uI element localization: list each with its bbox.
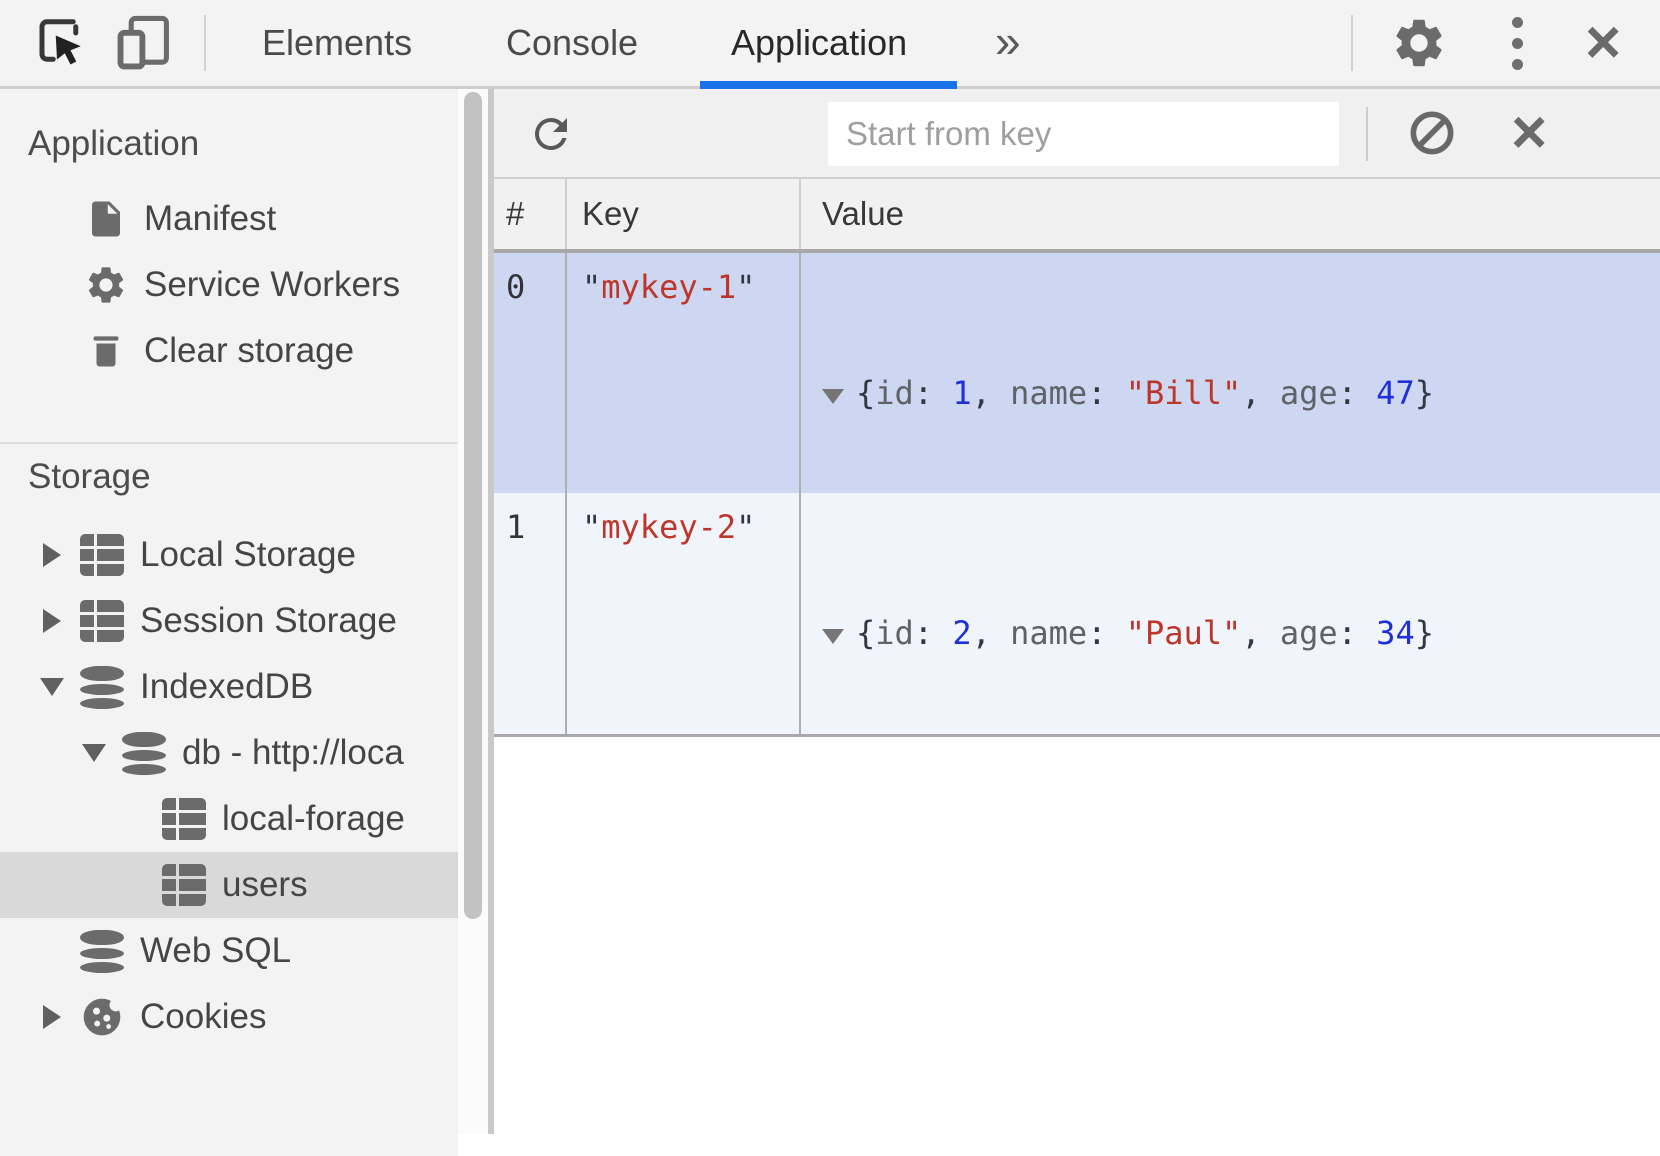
row-value: {id: 2, name: "Paul", age: 34} age: 34 i… — [801, 493, 1660, 734]
row-key: "mykey-2" — [567, 493, 801, 734]
table-row[interactable]: 0 "mykey-1" {id: 1, name: "Bill", age: 4… — [494, 253, 1660, 493]
grid-header-row: # Key Value — [494, 179, 1660, 253]
indexeddb-panel: × # Key Value 0 "mykey-1" {id: 1, name: … — [488, 89, 1660, 1134]
kebab-menu-icon[interactable] — [1512, 0, 1523, 86]
table-row[interactable]: 1 "mykey-2" {id: 2, name: "Paul", age: 3… — [494, 493, 1660, 737]
chevron-collapsed-icon[interactable] — [43, 1005, 61, 1029]
object-preview-line[interactable]: {id: 2, name: "Paul", age: 34} — [822, 607, 1660, 660]
document-icon — [84, 197, 128, 241]
object-store-toolbar: × — [494, 89, 1660, 179]
database-icon — [122, 731, 166, 775]
sidebar-item-web-sql[interactable]: Web SQL — [0, 918, 458, 984]
chevron-collapsed-icon[interactable] — [43, 543, 61, 567]
sidebar-item-users[interactable]: users — [0, 852, 458, 918]
sidebar-item-clear-storage[interactable]: Clear storage — [0, 318, 458, 384]
sidebar-item-label: users — [222, 865, 308, 904]
sidebar-item-label: Cookies — [140, 997, 267, 1036]
expand-triangle-icon[interactable] — [822, 389, 844, 404]
sidebar-item-manifest[interactable]: Manifest — [0, 186, 458, 252]
sidebar-scrollbar-thumb[interactable] — [464, 92, 482, 919]
settings-gear-icon[interactable] — [1390, 0, 1448, 86]
refresh-icon[interactable] — [527, 110, 575, 158]
close-devtools-icon[interactable]: × — [1585, 8, 1622, 77]
chevron-expanded-icon[interactable] — [82, 744, 106, 762]
table-icon — [80, 599, 124, 643]
sidebar-item-label: IndexedDB — [140, 667, 314, 706]
inspect-element-icon[interactable] — [32, 0, 92, 86]
row-index: 1 — [494, 493, 567, 734]
sidebar-item-local-forage[interactable]: local-forage — [0, 786, 458, 852]
chevron-expanded-icon[interactable] — [40, 678, 64, 696]
object-preview-line[interactable]: {id: 1, name: "Bill", age: 47} — [822, 367, 1660, 420]
devtools-content: Application Manifest Service Workers — [0, 89, 1660, 1156]
sidebar-item-label: Web SQL — [140, 931, 292, 970]
sidebar-item-label: db - http://loca — [182, 733, 404, 772]
row-key: "mykey-1" — [567, 253, 801, 493]
sidebar-item-label: Local Storage — [140, 535, 356, 574]
sidebar-section-divider — [0, 442, 458, 444]
object-store-data-grid: # Key Value 0 "mykey-1" {id: 1, name: "B… — [494, 179, 1660, 1134]
sidebar-scrollbar-track[interactable] — [458, 89, 488, 1134]
delete-selected-icon[interactable]: × — [1511, 98, 1548, 167]
column-header-index[interactable]: # — [494, 179, 567, 249]
row-index: 0 — [494, 253, 567, 493]
column-header-value[interactable]: Value — [822, 195, 904, 232]
tab-application[interactable]: Application — [731, 22, 908, 63]
tab-bar-separator-right — [1351, 15, 1353, 71]
tab-elements[interactable]: Elements — [262, 22, 413, 63]
toolbar-separator — [1366, 107, 1368, 161]
sidebar-item-local-storage[interactable]: Local Storage — [0, 522, 458, 588]
sidebar-item-label: local-forage — [222, 799, 405, 838]
active-tab-underline — [700, 81, 957, 89]
clear-object-store-icon[interactable] — [1406, 107, 1458, 159]
start-from-key-input[interactable] — [828, 102, 1339, 166]
devtools-tab-bar: Elements Console Application » × — [0, 0, 1660, 89]
sidebar-item-label: Session Storage — [140, 601, 397, 640]
gear-icon — [84, 263, 128, 307]
table-icon — [80, 533, 124, 577]
application-sidebar: Application Manifest Service Workers — [0, 89, 458, 1156]
toggle-device-toolbar-icon[interactable] — [112, 0, 176, 86]
sidebar-item-service-workers[interactable]: Service Workers — [0, 252, 458, 318]
more-tabs-icon[interactable]: » — [995, 15, 1021, 67]
expand-triangle-icon[interactable] — [822, 629, 844, 644]
sidebar-item-label: Clear storage — [144, 331, 355, 370]
table-icon — [162, 863, 206, 907]
sidebar-item-label: Manifest — [144, 199, 277, 238]
sidebar-section-storage: Storage — [28, 457, 151, 496]
sidebar-item-db-origin[interactable]: db - http://loca — [0, 720, 458, 786]
sidebar-item-label: Service Workers — [144, 265, 401, 304]
cookie-icon — [80, 995, 124, 1039]
tab-bar-separator — [204, 15, 206, 71]
database-icon — [80, 929, 124, 973]
sidebar-section-application: Application — [28, 124, 200, 163]
sidebar-item-cookies[interactable]: Cookies — [0, 984, 458, 1050]
sidebar-item-indexeddb[interactable]: IndexedDB — [0, 654, 458, 720]
tab-console[interactable]: Console — [506, 22, 639, 63]
trash-icon — [84, 329, 128, 373]
database-icon — [80, 665, 124, 709]
table-icon — [162, 797, 206, 841]
column-header-key[interactable]: Key — [567, 179, 801, 249]
row-value: {id: 1, name: "Bill", age: 47} age: 47 i… — [801, 253, 1660, 493]
chevron-collapsed-icon[interactable] — [43, 609, 61, 633]
sidebar-item-session-storage[interactable]: Session Storage — [0, 588, 458, 654]
